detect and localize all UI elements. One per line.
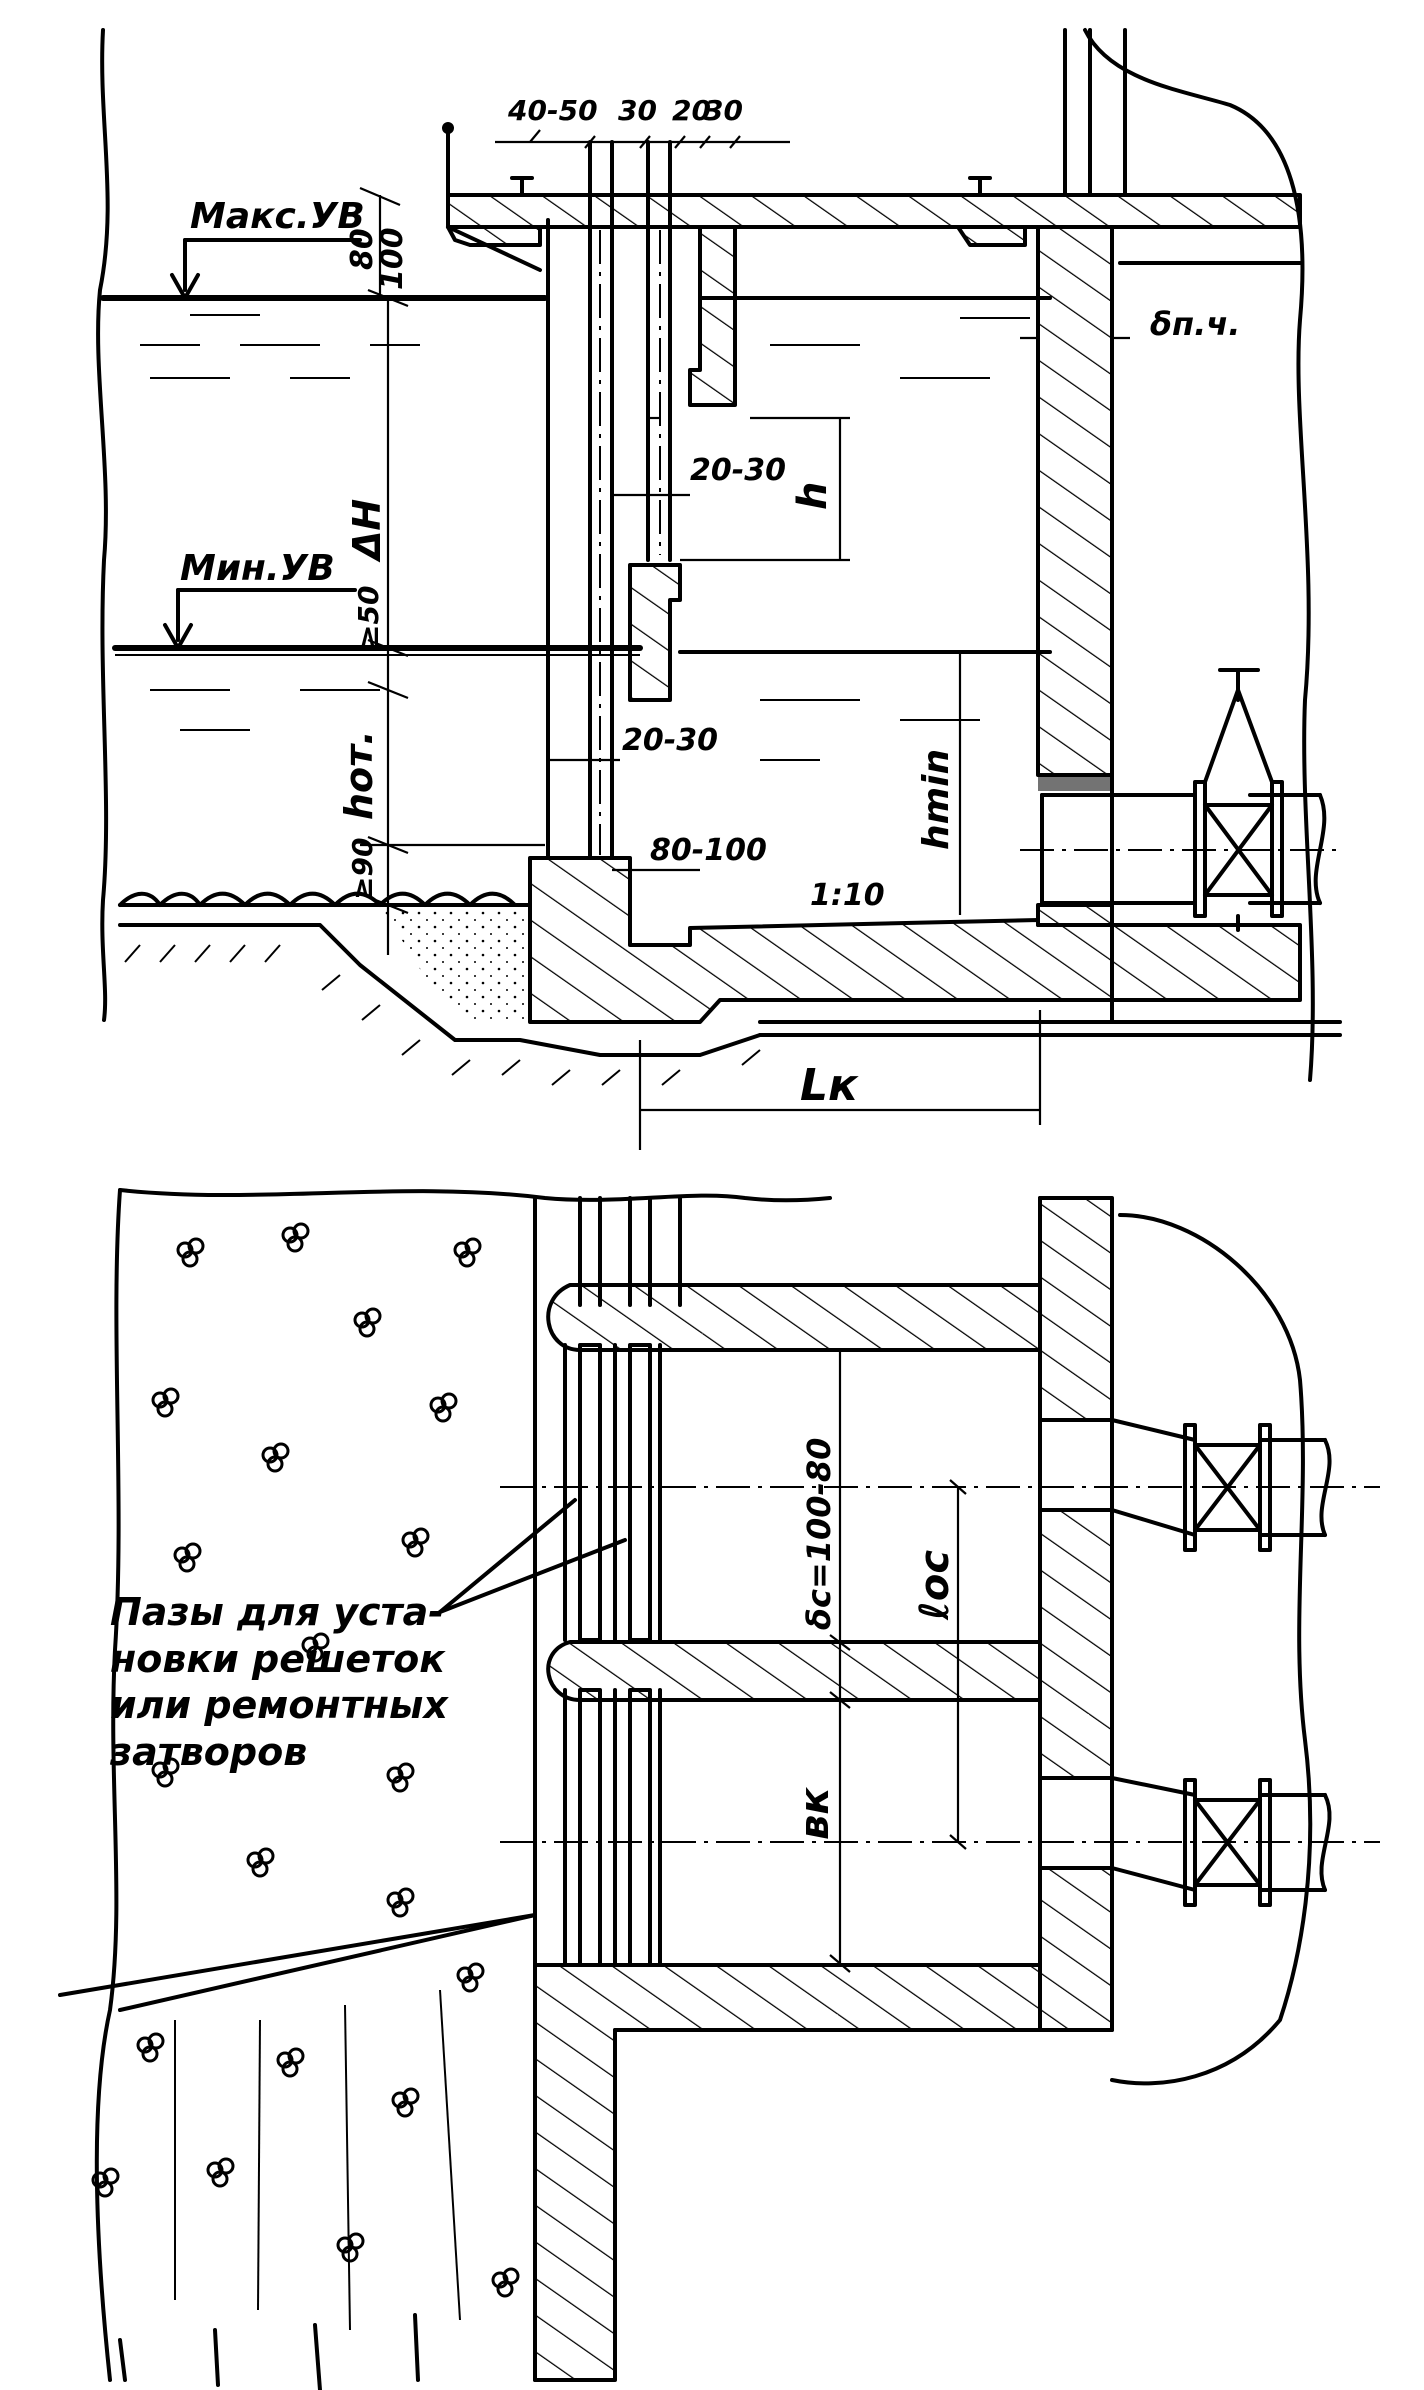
outlet-pipe — [1020, 793, 1340, 905]
grooves-note-line-4: затворов — [109, 1730, 307, 1774]
ground-profile — [118, 923, 762, 1057]
length-k-label: Lк — [800, 1060, 859, 1111]
river-bed — [118, 891, 532, 907]
note-leader-1 — [438, 1498, 577, 1614]
deck-bracket-right — [956, 225, 1027, 247]
dim-80-label: 80 — [345, 228, 380, 270]
h-min-label: hmin — [916, 749, 957, 850]
wall-thickness-label: δп.ч. — [1150, 305, 1240, 343]
front-block — [528, 856, 1302, 1024]
delta-h-label: ΔH — [345, 499, 389, 563]
min-water-level-label: Мин.УВ — [180, 548, 335, 589]
plan-pipe-upper — [1110, 1418, 1332, 1552]
grooves-note-line-1: Пазы для уста- — [110, 1590, 444, 1634]
b-k-label: вк — [792, 1787, 838, 1840]
deck-slab — [446, 193, 1302, 229]
section-right-break — [1083, 28, 1315, 1082]
dim-40-50-label: 40-50 — [507, 94, 598, 127]
plan-piles — [118, 1989, 461, 2390]
max-level-marker — [170, 238, 362, 300]
section-left-break — [96, 28, 110, 1022]
lifting-eye-left — [510, 176, 534, 197]
dim-20-30-upper-label: 20-30 — [690, 453, 786, 488]
dim-h-label: h — [790, 482, 836, 510]
pier-top — [546, 1283, 1042, 1352]
pier-middle — [546, 1640, 1042, 1702]
dim-30b-label: 30 — [704, 94, 743, 127]
slope-label: 1:10 — [810, 878, 885, 913]
grooves-note-line-2: новки решеток — [110, 1637, 446, 1681]
dim-80-100-label: 80-100 — [650, 833, 767, 868]
section-dimensions — [359, 129, 1130, 1150]
water-max — [100, 295, 1052, 379]
max-water-level-label: Макс.УВ — [190, 196, 365, 237]
dim-20-label: 20 — [672, 94, 711, 127]
sill-block — [628, 563, 682, 702]
section-view: Макс.УВ Мин.УВ 80 100 40-50 30 20 30 ΔH … — [96, 28, 1342, 1150]
dim-20-30-lower-label: 20-30 — [622, 723, 718, 758]
handrail-knob — [442, 122, 454, 134]
plan-break-contour — [118, 1188, 832, 1203]
wall-seal-top — [1038, 775, 1112, 791]
sand-pocket — [380, 905, 530, 1022]
ground-hatching — [124, 944, 761, 1086]
gate-valve-section — [1193, 668, 1284, 932]
l-oc-label: ℓос — [912, 1550, 958, 1621]
grooves-note-line-3: или ремонтных — [110, 1683, 449, 1727]
plan-bottom-slab — [533, 1963, 1042, 2382]
dim-ge90-label: ≥90 — [346, 838, 379, 900]
curtain-wall — [688, 225, 737, 407]
dim-100-label: 100 — [375, 227, 410, 290]
plan-dimensions — [829, 1350, 967, 1973]
dim-30a-label: 30 — [618, 94, 657, 127]
water-min — [112, 645, 1052, 761]
screen-axis — [599, 230, 661, 855]
pipe-penetration-bottom — [1042, 1778, 1110, 1868]
h-ot-label: hот. — [337, 730, 381, 820]
pipe-penetration-top — [1042, 1420, 1110, 1510]
plan-shore-line — [58, 1913, 537, 1997]
groove-lines — [546, 140, 672, 860]
delta-c-label: δс=100-80 — [800, 1438, 838, 1630]
plan-back-wall — [1038, 1196, 1114, 2032]
plan-view: Пазы для уста- новки решеток или ремонтн… — [58, 1188, 1380, 2390]
right-wall — [1036, 225, 1114, 777]
lifting-eye-right — [968, 176, 992, 197]
vertical-duct — [1063, 28, 1127, 197]
dim-ge50-label: ≥50 — [352, 586, 385, 648]
note-leader-2 — [438, 1538, 627, 1614]
right-wall-lower — [1036, 903, 1114, 927]
min-level-marker — [163, 588, 357, 650]
deck-bracket-left — [446, 225, 542, 247]
